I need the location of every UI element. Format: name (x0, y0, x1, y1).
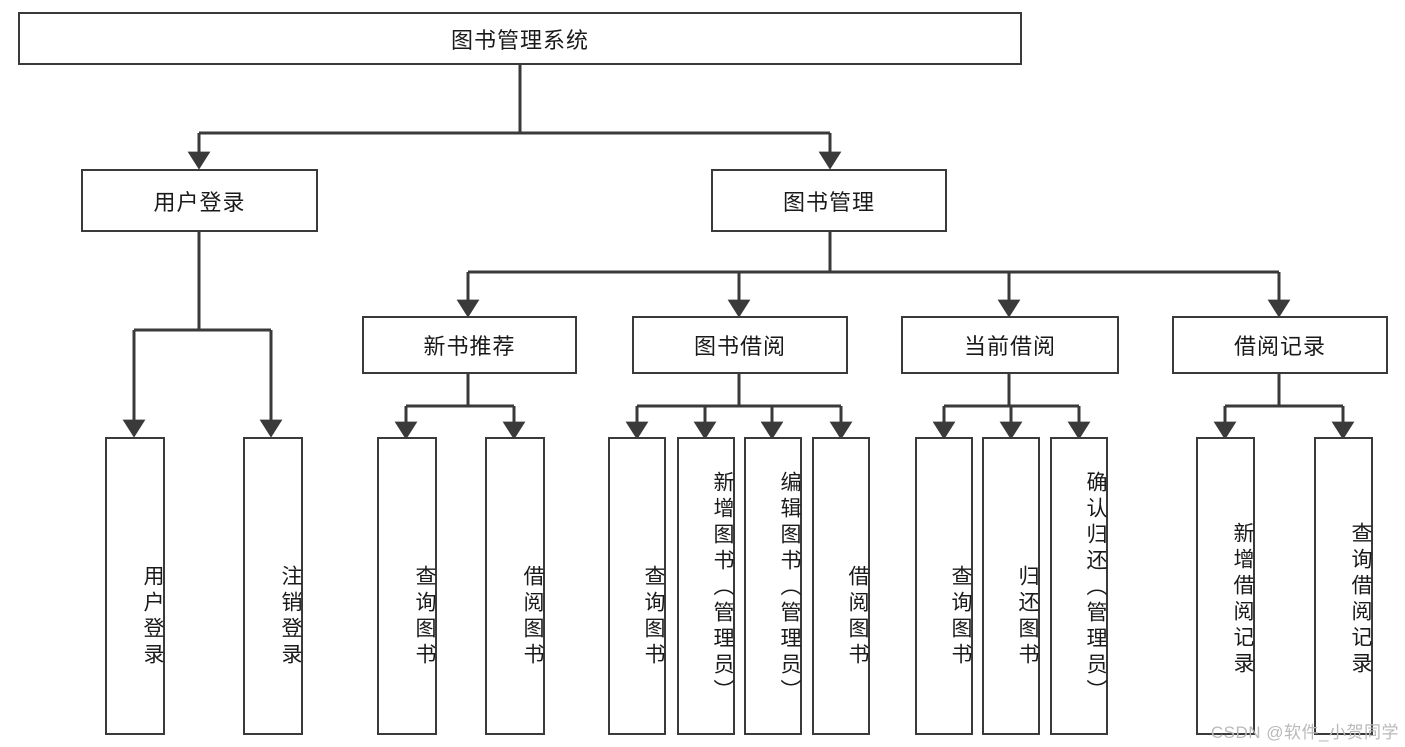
leaf-add-borrow-record[interactable]: 新增借阅记录 (1196, 437, 1255, 735)
leaf-query-borrow-record[interactable]: 查询借阅记录 (1314, 437, 1373, 735)
node-current-borrow[interactable]: 当前借阅 (901, 316, 1119, 374)
leaf-query-book-borrow[interactable]: 查询图书 (608, 437, 666, 735)
node-book-management[interactable]: 图书管理 (711, 169, 947, 232)
leaf-query-book-current[interactable]: 查询图书 (915, 437, 973, 735)
leaf-query-book-new-recommend[interactable]: 查询图书 (377, 437, 437, 735)
csdn-watermark: CSDN @软件_小贺同学 (1210, 723, 1399, 742)
leaf-add-book-admin[interactable]: 新增图书（管理员） (677, 437, 735, 735)
leaf-user-login[interactable]: 用户登录 (105, 437, 165, 735)
leaf-user-logout[interactable]: 注销登录 (243, 437, 303, 735)
node-borrow-record[interactable]: 借阅记录 (1172, 316, 1388, 374)
node-new-book-recommend[interactable]: 新书推荐 (362, 316, 577, 374)
node-book-borrow[interactable]: 图书借阅 (632, 316, 848, 374)
leaf-borrow-book-new-recommend[interactable]: 借阅图书 (485, 437, 545, 735)
node-user-login[interactable]: 用户登录 (81, 169, 318, 232)
leaf-edit-book-admin[interactable]: 编辑图书（管理员） (744, 437, 802, 735)
leaf-borrow-book-borrow[interactable]: 借阅图书 (812, 437, 870, 735)
node-root-book-management-system[interactable]: 图书管理系统 (18, 12, 1022, 65)
leaf-return-book[interactable]: 归还图书 (982, 437, 1040, 735)
leaf-confirm-return-admin[interactable]: 确认归还（管理员） (1050, 437, 1108, 735)
